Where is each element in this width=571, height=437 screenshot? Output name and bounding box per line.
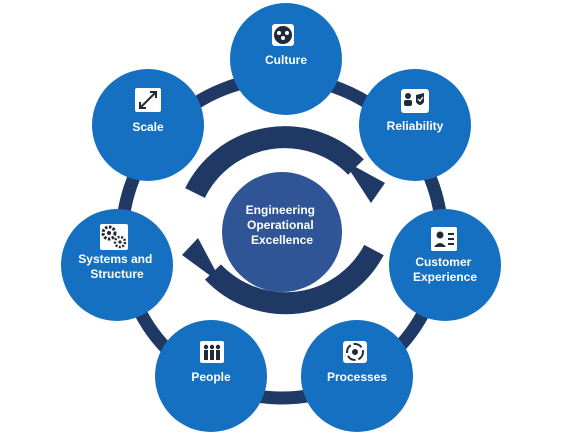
node-reliability[interactable]: Reliability (359, 69, 471, 181)
process-cycle-icon (343, 341, 367, 363)
node-label-line: Scale (132, 120, 164, 134)
node-label-line: Customer (415, 255, 471, 269)
center-label: Engineering Operational Excellence (246, 203, 319, 247)
node-label-line: Experience (413, 270, 477, 284)
node-systems-and-structure[interactable]: Systems and Structure (61, 209, 173, 321)
node-culture[interactable]: Culture (230, 3, 342, 115)
node-label-line: Structure (90, 267, 144, 281)
gears-icon (100, 224, 128, 250)
node-label: Processes (327, 370, 387, 384)
node-label-line: Culture (265, 53, 307, 67)
node-label: Scale (132, 120, 164, 134)
cycle-arrow-top (185, 126, 364, 199)
node-processes[interactable]: Processes (301, 320, 413, 432)
node-people[interactable]: People (155, 320, 267, 432)
people-group-icon (200, 341, 224, 363)
node-circle (389, 209, 501, 321)
node-label: Systems and Structure (78, 252, 155, 281)
center-node: Engineering Operational Excellence (222, 172, 342, 292)
node-circle (230, 3, 342, 115)
center-line: Engineering (246, 203, 315, 217)
center-circle (222, 172, 342, 292)
node-circle (61, 209, 173, 321)
cycle-arrow-top-head (343, 160, 385, 203)
center-line: Operational (247, 218, 314, 232)
node-scale[interactable]: Scale (92, 69, 204, 181)
team-icon (272, 24, 294, 46)
node-circle (92, 69, 204, 181)
node-label: Culture (265, 53, 307, 67)
cycle-arrow-bottom-head (182, 238, 223, 285)
cycle-arrows (182, 126, 385, 315)
node-circle (155, 320, 267, 432)
node-label-line: People (191, 370, 231, 384)
node-circle (359, 69, 471, 181)
node-circle (301, 320, 413, 432)
node-label-line: Reliability (387, 119, 444, 133)
node-customer-experience[interactable]: Customer Experience (389, 209, 501, 321)
node-label: Reliability (387, 119, 444, 133)
node-label-line: Systems and (78, 252, 152, 266)
node-label-line: Processes (327, 370, 387, 384)
node-label: Customer Experience (413, 255, 477, 284)
node-label: People (191, 370, 231, 384)
cycle-arrow-bottom (205, 244, 384, 315)
customer-profile-icon (431, 227, 457, 251)
center-line: Excellence (251, 233, 313, 247)
shield-check-icon (401, 89, 429, 113)
expand-arrows-icon (135, 88, 161, 112)
